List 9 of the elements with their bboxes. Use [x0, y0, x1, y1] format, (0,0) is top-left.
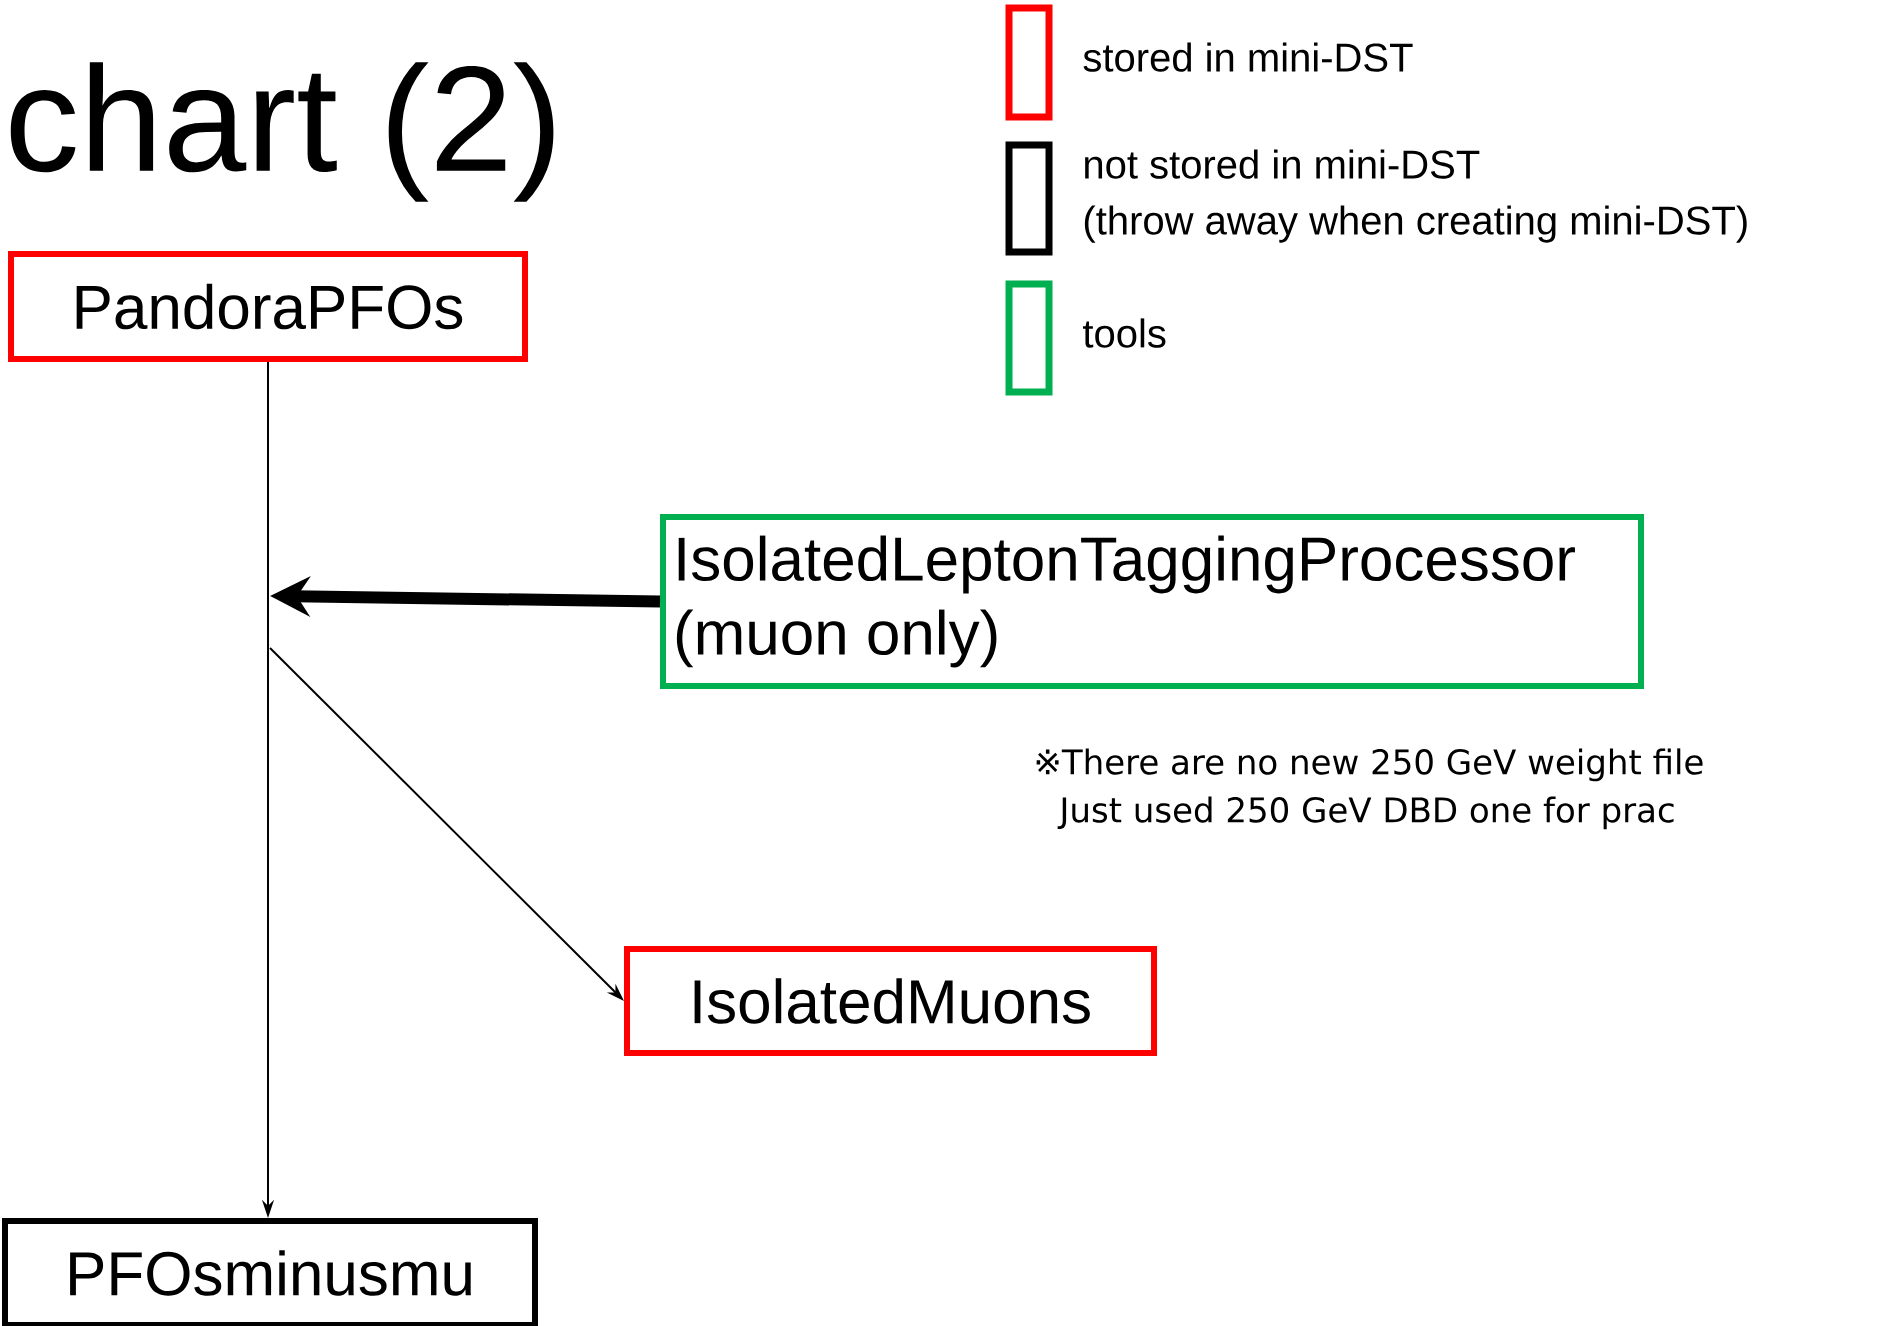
note-text: ※There are no new 250 GeV weight file Just used 250 GeV DBD one for prac	[1036, 748, 1703, 830]
legend-text: not stored in mini-DST (throw away when creating mini-DST)	[1084, 149, 1747, 243]
process-box: PandoraPFOs	[8, 251, 528, 362]
process-box: PFOsminusmu	[2, 1218, 538, 1326]
legend-text: stored in mini-DST	[1083, 42, 1413, 72]
process-box: IsolatedLeptonTaggingProcessor (muon only)	[660, 514, 1644, 689]
process-box: IsolatedMuons	[624, 946, 1157, 1056]
slide-title: chart (2)	[10, 62, 554, 202]
legend-text: tools	[1083, 318, 1166, 348]
